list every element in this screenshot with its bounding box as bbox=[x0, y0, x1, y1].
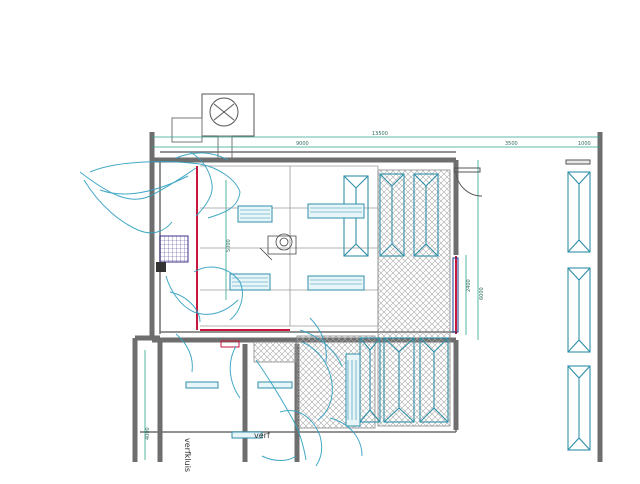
fan-unit bbox=[171, 93, 255, 159]
grid-block bbox=[156, 235, 189, 272]
dim-left-span: 9000 bbox=[296, 141, 309, 147]
room-label-verfkluis: verfkluis bbox=[183, 438, 192, 472]
dim-right-span: 1000 bbox=[578, 141, 591, 147]
dim-door-height: 2400 bbox=[466, 279, 472, 292]
dim-mid-span: 3500 bbox=[505, 141, 518, 147]
racks bbox=[343, 171, 591, 451]
robot-arm bbox=[259, 233, 297, 261]
dim-overall: 13500 bbox=[372, 131, 388, 137]
room-label-verf: verf bbox=[254, 431, 270, 440]
dim-lower-left: 4000 bbox=[145, 427, 151, 440]
door-markers bbox=[196, 166, 457, 348]
dim-right-height: 6000 bbox=[479, 287, 485, 300]
dimension-lines bbox=[144, 136, 600, 460]
dim-inner-height: 5000 bbox=[226, 239, 232, 252]
cyan-sketch-lines bbox=[79, 151, 363, 467]
door-swing bbox=[453, 159, 591, 197]
